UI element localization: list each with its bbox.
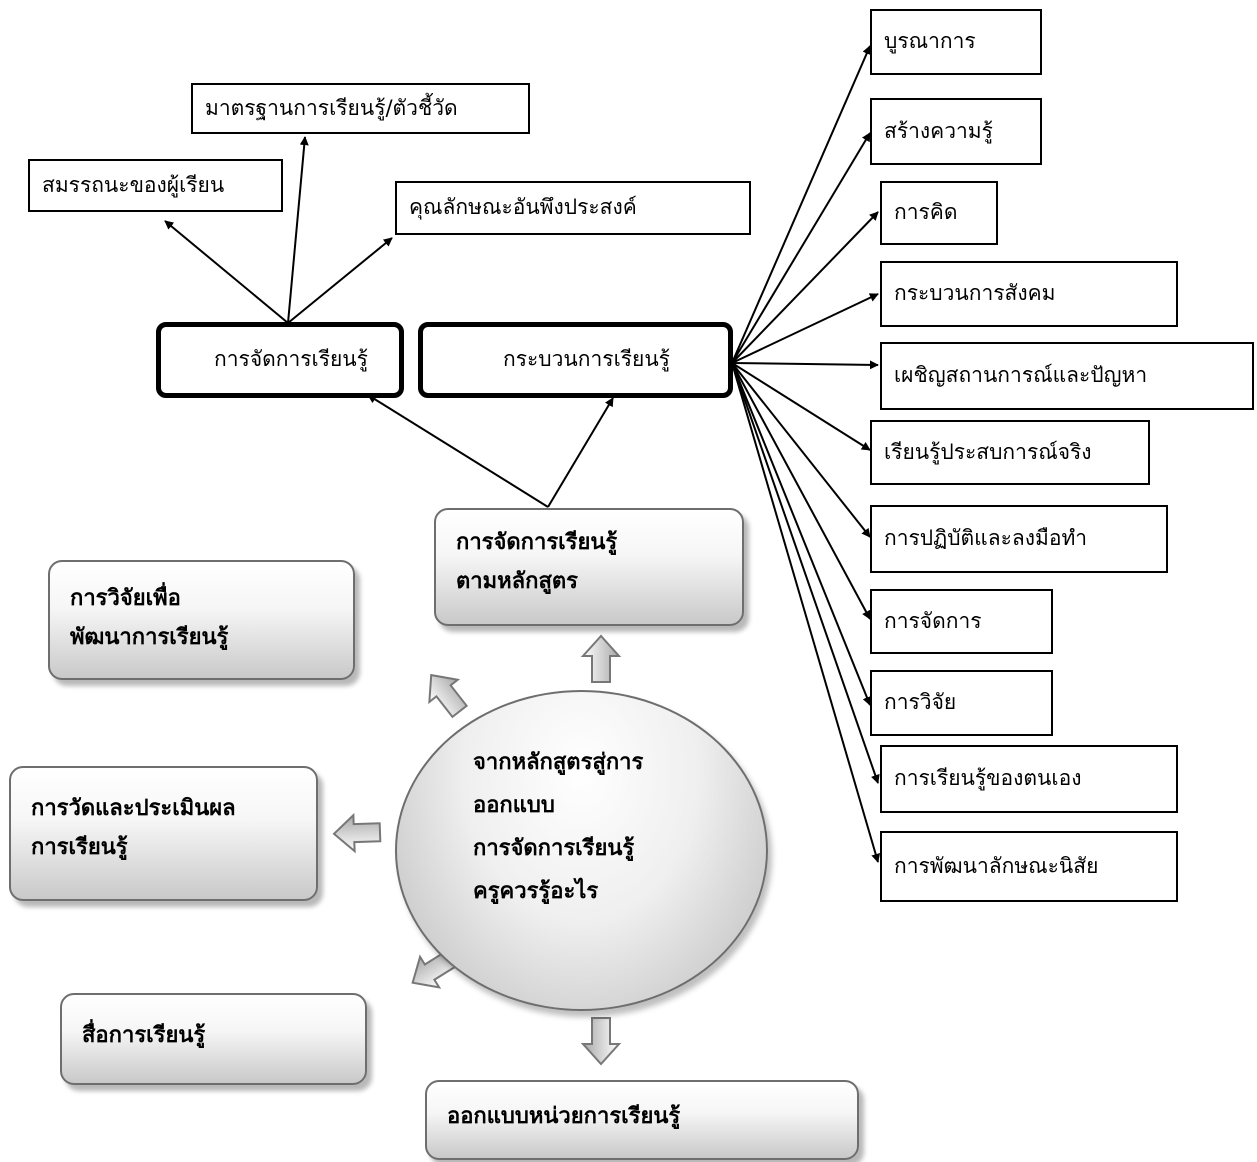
process-item-box: การเรียนรู้ของตนเอง: [880, 745, 1178, 813]
process-item-box: สร้างความรู้: [870, 98, 1042, 165]
arrow-to-process-item: [731, 132, 871, 364]
arrow-to-process-item: [731, 362, 872, 706]
research-line: การวิจัยเพื่อ: [70, 586, 181, 611]
curriculum-line: ตามหลักสูตร: [456, 568, 578, 594]
process-item-box: การจัดการ: [870, 589, 1053, 654]
arrow-to-competency: [164, 220, 289, 324]
process-item-label: เผชิญสถานการณ์และปัญหา: [894, 363, 1148, 388]
process-item-label: การจัดการ: [884, 608, 982, 633]
arrow-curriculum-to-process: [547, 397, 614, 508]
block-arrow-upleft-icon: [428, 673, 469, 719]
process-item-box: การคิด: [880, 181, 998, 245]
media-box: สื่อการเรียนรู้: [60, 993, 367, 1085]
block-arrow-left-icon: [332, 812, 382, 854]
process-item-label: กระบวนการสังคม: [894, 281, 1056, 306]
center-ellipse: [395, 690, 768, 1011]
center-line: จากหลักสูตรสู่การ: [473, 750, 644, 775]
competency-label: สมรรถนะของผู้เรียน: [42, 172, 225, 197]
characteristics-label: คุณลักษณะอันพึงประสงค์: [409, 195, 637, 220]
center-line: ครูควรรู้อะไร: [473, 878, 599, 904]
block-arrow-down-icon: [580, 1017, 622, 1066]
assessment-box: การวัดและประเมินผล การเรียนรู้: [9, 766, 318, 901]
process-item-label: การคิด: [894, 200, 958, 225]
arrow-to-process-item: [731, 360, 879, 370]
block-arrow-up-icon: [580, 634, 622, 683]
arrow-to-process-item: [731, 293, 879, 364]
management-hub-label: การจัดการเรียนรู้: [214, 347, 368, 372]
process-item-box: บูรณาการ: [870, 9, 1042, 75]
unit-design-label: ออกแบบหน่วยการเรียนรู้: [447, 1104, 681, 1129]
process-hub-label: กระบวนการเรียนรู้: [503, 347, 670, 372]
process-item-label: การเรียนรู้ของตนเอง: [894, 766, 1082, 791]
unit-design-box: ออกแบบหน่วยการเรียนรู้: [425, 1080, 859, 1160]
process-item-label: เรียนรู้ประสบการณ์จริง: [884, 439, 1092, 464]
curriculum-line: การจัดการเรียนรู้: [456, 530, 618, 555]
process-item-label: การพัฒนาลักษณะนิสัย: [894, 853, 1099, 878]
center-line: ออกแบบ: [473, 792, 555, 818]
center-ellipse-text: จากหลักสูตรสู่การ ออกแบบ การจัดการเรียนร…: [473, 742, 643, 914]
arrow-curriculum-to-management: [367, 394, 549, 508]
process-item-box: การพัฒนาลักษณะนิสัย: [880, 831, 1178, 902]
arrow-to-process-item: [731, 362, 880, 784]
curriculum-box: การจัดการเรียนรู้ ตามหลักสูตร: [434, 508, 744, 626]
arrow-to-standards: [287, 136, 309, 324]
characteristics-box: คุณลักษณะอันพึงประสงค์: [395, 181, 751, 235]
arrow-to-process-item: [731, 362, 871, 620]
process-item-box: เรียนรู้ประสบการณ์จริง: [870, 420, 1150, 485]
process-item-box: การปฏิบัติและลงมือทำ: [870, 505, 1168, 573]
center-line: การจัดการเรียนรู้: [473, 835, 635, 861]
process-item-label: การปฏิบัติและลงมือทำ: [884, 526, 1088, 551]
arrow-to-process-item: [731, 362, 871, 451]
process-item-box: การวิจัย: [870, 670, 1053, 736]
arrow-to-process-item: [731, 211, 879, 364]
arrow-to-process-item: [731, 45, 871, 364]
management-hub: การจัดการเรียนรู้: [156, 322, 404, 398]
arrow-to-characteristics: [287, 237, 393, 324]
process-item-box: กระบวนการสังคม: [880, 261, 1178, 327]
research-line: พัฒนาการเรียนรู้: [70, 624, 229, 650]
arrow-to-process-item: [731, 362, 871, 538]
process-item-label: สร้างความรู้: [884, 118, 993, 143]
assessment-line: การเรียนรู้: [31, 834, 128, 860]
competency-box: สมรรถนะของผู้เรียน: [28, 159, 283, 212]
research-box: การวิจัยเพื่อ พัฒนาการเรียนรู้: [48, 560, 355, 680]
arrow-to-process-item: [731, 362, 881, 863]
standards-label: มาตรฐานการเรียนรู้/ตัวชี้วัด: [205, 95, 458, 120]
process-item-box: เผชิญสถานการณ์และปัญหา: [880, 342, 1254, 410]
assessment-line: การวัดและประเมินผล: [31, 796, 236, 821]
process-item-label: บูรณาการ: [884, 29, 976, 54]
process-hub: กระบวนการเรียนรู้: [418, 322, 733, 398]
media-label: สื่อการเรียนรู้: [82, 1023, 206, 1048]
process-item-label: การวิจัย: [884, 690, 957, 715]
standards-box: มาตรฐานการเรียนรู้/ตัวชี้วัด: [191, 83, 530, 134]
